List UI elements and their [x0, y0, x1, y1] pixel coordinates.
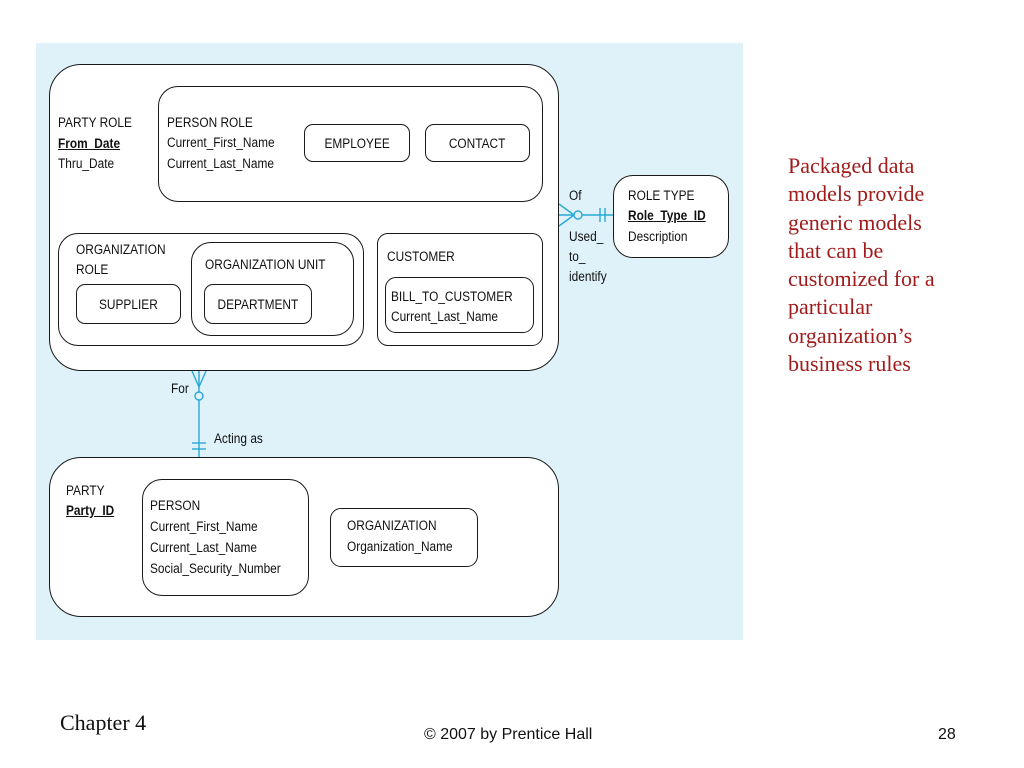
of-crowsfoot-upper: [558, 203, 575, 216]
person-role-title: PERSON ROLE: [167, 115, 253, 130]
for-label: For: [171, 381, 189, 396]
employee-entity: EMPLOYEE: [304, 124, 410, 162]
footer-copyright: © 2007 by Prentice Hall: [424, 726, 593, 743]
party-role-pk: From_Date: [58, 136, 121, 151]
person-entity: [142, 479, 309, 596]
footer-page-number: 28: [938, 726, 956, 743]
side-note: Packaged data models provide generic mod…: [788, 152, 998, 378]
used-to-identify-label-line-1: Used_: [569, 229, 604, 244]
role-type-entity: [613, 175, 729, 258]
organization-title: ORGANIZATION: [347, 518, 437, 533]
of-label: Of: [569, 188, 582, 203]
role-type-title: ROLE TYPE: [628, 188, 695, 203]
supplier-entity: SUPPLIER: [76, 284, 181, 324]
contact-entity: CONTACT: [425, 124, 530, 162]
of-optional-circle: [573, 210, 583, 220]
side-note-line: that can be: [788, 237, 884, 263]
side-note-line: customized for a: [788, 266, 935, 292]
side-note-line: particular: [788, 294, 873, 320]
party-role-title: PARTY ROLE: [58, 115, 132, 130]
organization-entity: [330, 508, 478, 567]
acting-as-label: Acting as: [214, 431, 263, 446]
customer-title: CUSTOMER: [387, 249, 455, 264]
side-note-line: models provide: [788, 181, 925, 207]
for-optional-circle: [194, 391, 204, 401]
side-note-line: business rules: [788, 351, 911, 377]
person-title: PERSON: [150, 498, 201, 513]
organization-role-title-line-2: ROLE: [76, 262, 109, 277]
of-crowsfoot-lower: [558, 214, 575, 227]
for-crowsfoot-right: [198, 370, 207, 388]
organization-role-title-line-1: ORGANIZATION: [76, 242, 166, 257]
organization-attr-name: Organization_Name: [347, 539, 453, 554]
party-pk: Party_ID: [66, 503, 115, 518]
bill-to-customer-title: BILL_TO_CUSTOMER: [391, 289, 513, 304]
person-attr-last-name: Current_Last_Name: [150, 540, 257, 555]
party-title: PARTY: [66, 483, 105, 498]
role-type-attr-description: Description: [628, 229, 688, 244]
person-role-attr-last-name: Current_Last_Name: [167, 156, 274, 171]
used-to-identify-label-line-3: identify: [569, 269, 607, 284]
used-to-identify-label-line-2: to_: [569, 249, 586, 264]
person-attr-ssn: Social_Security_Number: [150, 561, 281, 576]
side-note-line: Packaged data: [788, 153, 915, 178]
bill-to-customer-attr-last-name: Current_Last_Name: [391, 309, 498, 324]
side-note-line: organization’s: [788, 322, 913, 348]
role-type-pk: Role_Type_ID: [628, 208, 706, 223]
party-role-attr-thru-date: Thru_Date: [58, 156, 115, 171]
person-role-attr-first-name: Current_First_Name: [167, 135, 275, 150]
organization-unit-title: ORGANIZATION UNIT: [205, 257, 326, 272]
person-attr-first-name: Current_First_Name: [150, 519, 258, 534]
footer-chapter: Chapter 4: [60, 710, 147, 735]
for-crowsfoot-left: [191, 370, 200, 388]
side-note-line: generic models: [788, 209, 922, 235]
bill-to-customer-entity: [385, 277, 534, 333]
department-entity: DEPARTMENT: [204, 284, 312, 324]
